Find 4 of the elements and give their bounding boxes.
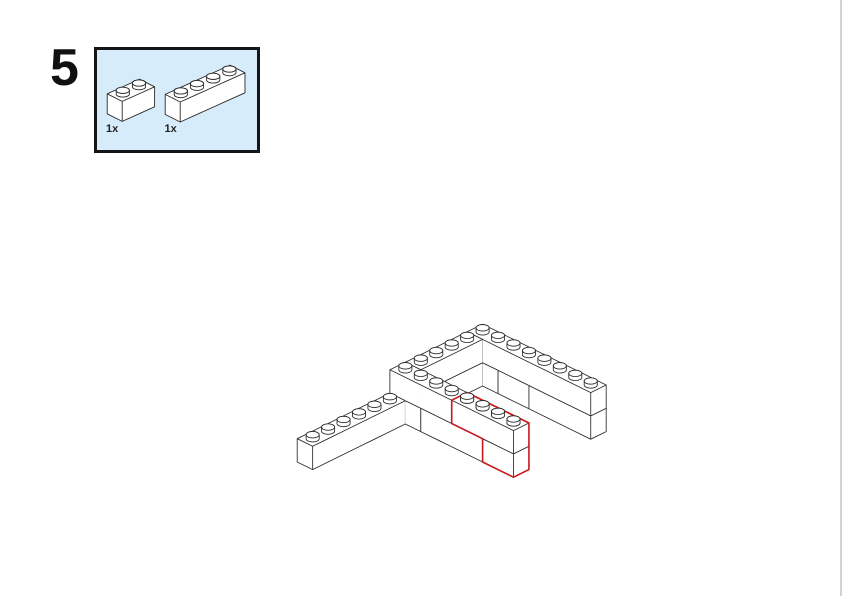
quantity-label: 1x <box>106 124 118 135</box>
quantity-label: 1x <box>164 124 177 135</box>
step-number: 5 <box>50 42 79 94</box>
parts-panel <box>94 47 260 153</box>
